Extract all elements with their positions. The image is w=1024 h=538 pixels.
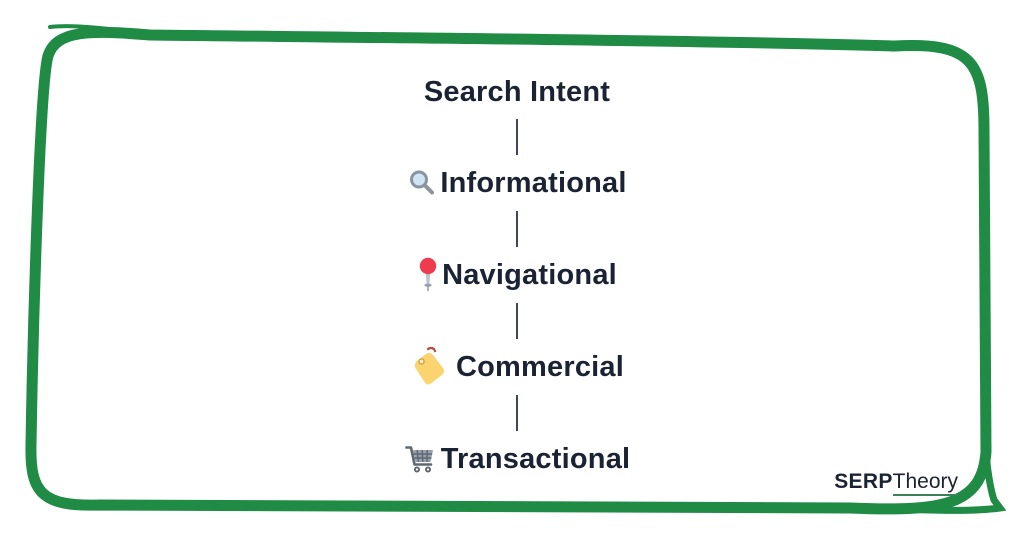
logo-bold-text: SERP: [834, 470, 893, 493]
search-intent-flow: Search Intent Informational: [404, 76, 631, 478]
magnifying-glass-icon: [407, 168, 437, 198]
round-pushpin-icon: [417, 257, 439, 293]
page-title: Search Intent: [423, 76, 611, 108]
shopping-cart-icon: [404, 443, 436, 475]
intent-item-commercial: Commercial: [410, 345, 624, 389]
logo-regular-text: Theory: [892, 470, 958, 496]
connector-line: [516, 303, 518, 339]
label-tag-icon: [410, 345, 450, 389]
connector-line: [516, 119, 518, 155]
intent-label: Informational: [440, 166, 627, 199]
connector-line: [516, 211, 518, 247]
intent-item-transactional: Transactional: [404, 440, 631, 478]
intent-label: Navigational: [442, 258, 617, 291]
serptheory-logo: SERPTheory: [834, 470, 958, 496]
intent-item-informational: Informational: [407, 164, 626, 202]
intent-item-navigational: Navigational: [417, 256, 617, 294]
intent-label: Transactional: [440, 442, 631, 475]
connector-line: [516, 395, 518, 431]
intent-label: Commercial: [455, 350, 624, 383]
